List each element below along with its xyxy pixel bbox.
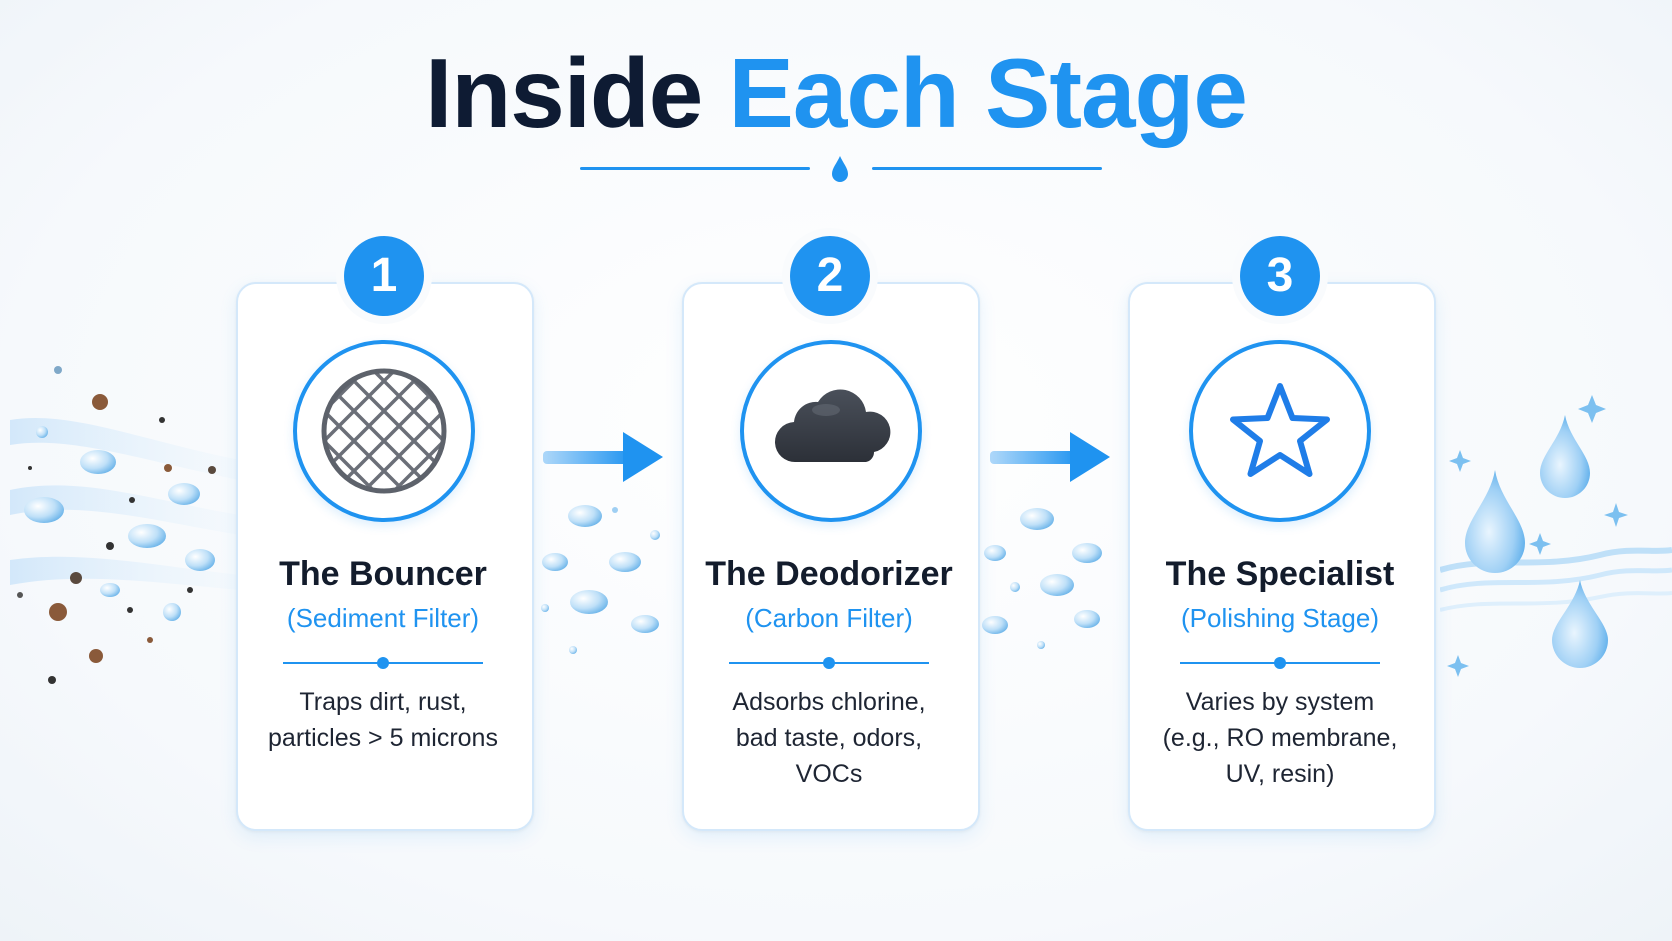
stage-divider-dot-2 <box>823 657 835 669</box>
stage-description-2: Adsorbs chlorine, bad taste, odors, VOCs <box>682 684 976 792</box>
title-part-accent: Each Stage <box>728 38 1248 148</box>
dirty-water-stream-decoration <box>10 366 240 684</box>
mesh-filter-icon <box>321 368 447 494</box>
stage-title-3: The Specialist <box>1165 555 1395 593</box>
stage-icon-ring-1 <box>293 340 475 522</box>
clean-water-drops-decoration <box>1440 395 1672 677</box>
stage-description-line: particles > 5 microns <box>268 724 498 752</box>
page-title: Inside Each Stage <box>0 38 1672 148</box>
stage-description-line: VOCs <box>795 760 863 788</box>
stage-number-badge-1: 1 <box>344 236 424 316</box>
stage-subtitle-1: (Sediment Filter) <box>286 603 480 633</box>
stage-number-badge-3: 3 <box>1240 236 1320 316</box>
title-part-dark: Inside <box>425 38 703 148</box>
stage-divider-dot-1 <box>377 657 389 669</box>
stage-description-line: bad taste, odors, <box>735 724 923 752</box>
water-bubbles-between-2-3 <box>982 508 1102 649</box>
stage-description-line: Adsorbs chlorine, <box>732 688 926 716</box>
stage-subtitle-3: (Polishing Stage) <box>1181 603 1379 633</box>
water-bubbles-between-1-2 <box>541 505 660 654</box>
stage-icon-ring-2 <box>740 340 922 522</box>
stage-title-2: The Deodorizer <box>705 555 953 593</box>
star-icon <box>1230 383 1330 477</box>
stage-description-line: Traps dirt, rust, <box>299 688 467 716</box>
title-rule-left <box>580 167 810 170</box>
stage-divider-dot-3 <box>1274 657 1286 669</box>
arrow-right-icon <box>990 432 1110 482</box>
stage-number-badge-2: 2 <box>790 236 870 316</box>
stage-description-line: (e.g., RO membrane, <box>1162 724 1398 752</box>
cloud-icon <box>774 389 891 463</box>
title-rule-right <box>872 167 1102 170</box>
water-drop-icon <box>832 156 848 182</box>
stage-description-3: Varies by system (e.g., RO membrane, UV,… <box>1128 684 1432 792</box>
stage-description-line: UV, resin) <box>1225 760 1335 788</box>
arrow-right-icon <box>543 432 663 482</box>
stage-icon-ring-3 <box>1189 340 1371 522</box>
stage-description-line: Varies by system <box>1185 688 1375 716</box>
stage-subtitle-2: (Carbon Filter) <box>745 603 913 633</box>
stage-description-1: Traps dirt, rust, particles > 5 microns <box>236 684 530 756</box>
stage-title-1: The Bouncer <box>279 555 487 593</box>
